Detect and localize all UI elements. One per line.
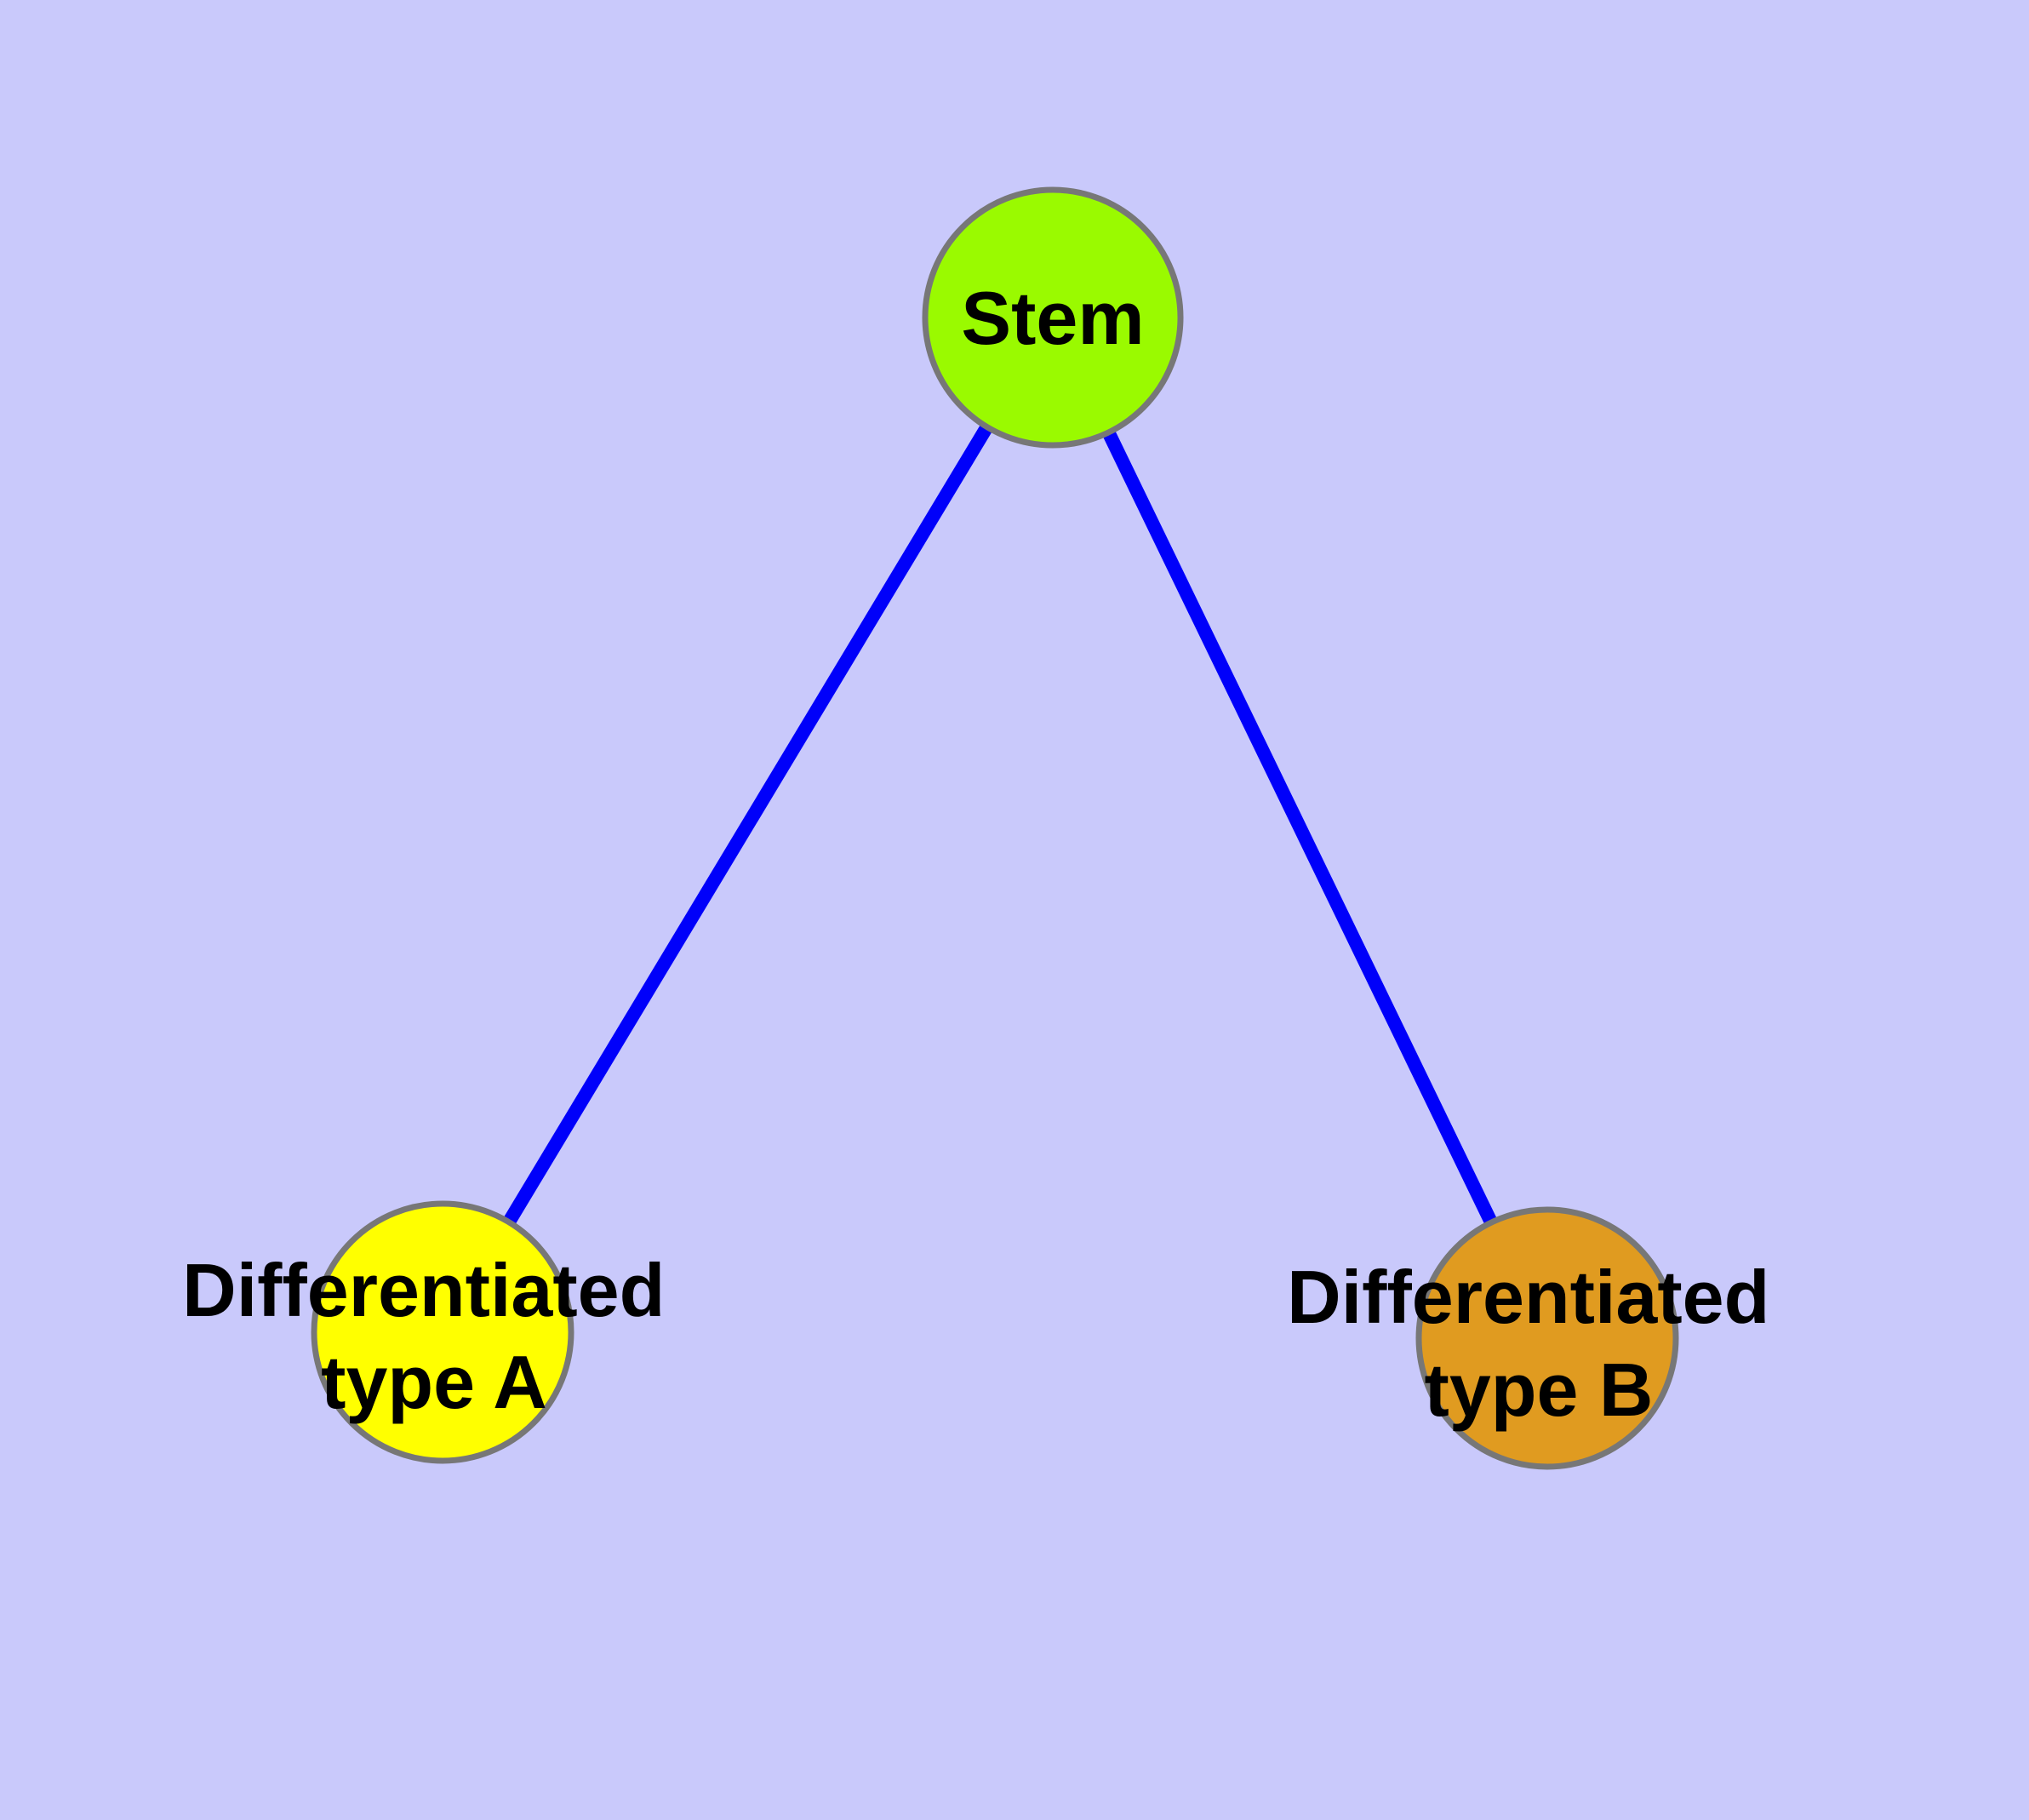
node-differentiated-type-b-circle — [1415, 1206, 1679, 1470]
node-differentiated-type-b-label-line1: Differentiated — [1287, 1255, 1769, 1339]
node-stem-label-text: Stem — [961, 276, 1144, 360]
edge-stem-to-type-b — [1046, 314, 1554, 1342]
node-differentiated-type-a-label: Differentiated type A — [182, 1248, 686, 1424]
node-differentiated-type-a-label-line2: type A — [321, 1340, 547, 1424]
node-differentiated-type-b-label-line2: type B — [1425, 1348, 1654, 1432]
node-stem-label: Stem — [961, 276, 1144, 360]
node-differentiated-type-a-label-line1: Differentiated — [182, 1248, 665, 1332]
node-differentiated-type-a-circle — [311, 1200, 574, 1464]
edge-stem-to-type-a — [437, 313, 1059, 1336]
node-differentiated-type-b-label: Differentiated type B — [1287, 1255, 1791, 1432]
node-stem-circle — [922, 186, 1184, 449]
